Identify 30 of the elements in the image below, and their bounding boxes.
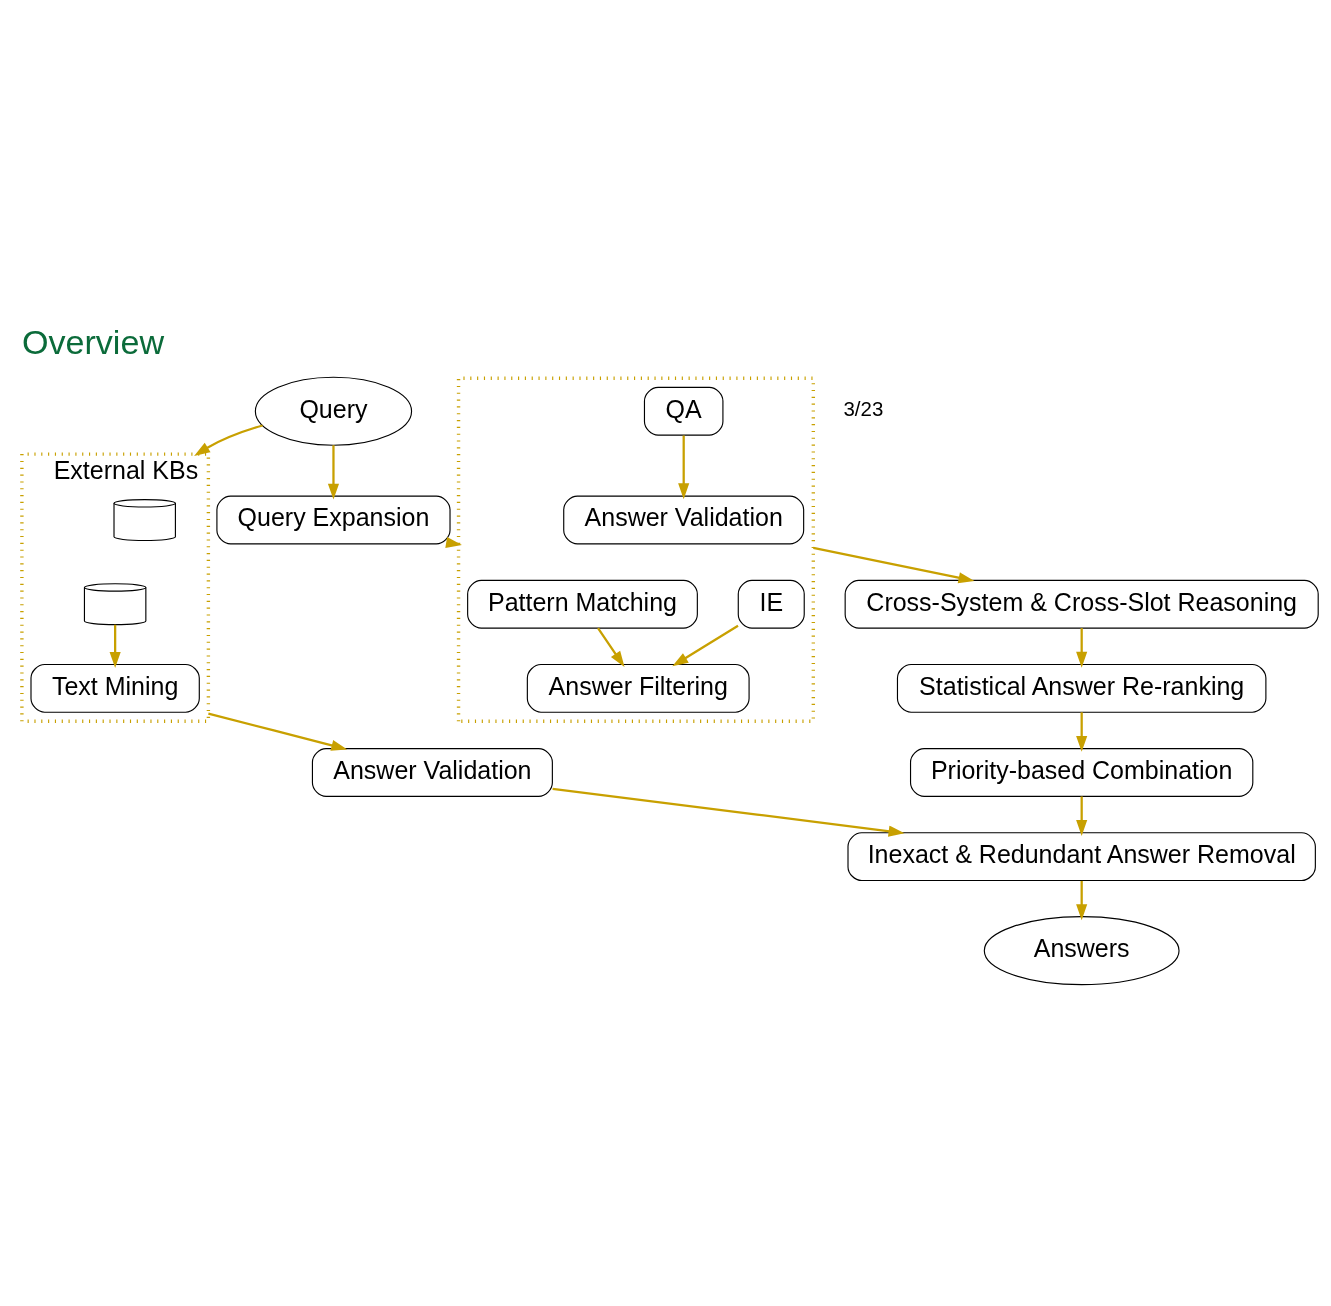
node-box: Answer Filtering	[526, 663, 750, 713]
arrow	[109, 624, 121, 668]
node-ellipse: Query	[254, 376, 413, 446]
node-ellipse: Answers	[983, 915, 1180, 985]
arrow	[445, 536, 462, 548]
arrow	[678, 435, 690, 499]
arrow	[1076, 627, 1088, 668]
arrow	[1076, 795, 1088, 836]
arrow	[194, 423, 263, 456]
arrow	[327, 444, 340, 500]
node-box: Answer Validation	[311, 747, 553, 797]
label: 3/23	[843, 396, 884, 420]
arrow	[552, 787, 905, 837]
node-box: QA	[643, 386, 724, 436]
node-box: IE	[737, 579, 805, 629]
arrow	[672, 624, 739, 666]
node-box: Cross-System & Cross-Slot Reasoning	[844, 579, 1319, 629]
node-box: Pattern Matching	[467, 579, 698, 629]
node-box: Statistical Answer Re-ranking	[896, 663, 1267, 713]
diagram-title: Overview	[21, 322, 165, 361]
arrow	[208, 711, 348, 751]
node-box: Text Mining	[30, 663, 200, 713]
cluster	[456, 376, 816, 723]
arrow	[1076, 880, 1088, 920]
node-box: Priority-based Combination	[909, 747, 1254, 797]
node-box: Inexact & Redundant Answer Removal	[847, 831, 1316, 881]
arrow	[597, 627, 625, 667]
arrow	[813, 546, 975, 583]
arrow	[1076, 711, 1088, 752]
node-box: Answer Validation	[563, 495, 805, 544]
